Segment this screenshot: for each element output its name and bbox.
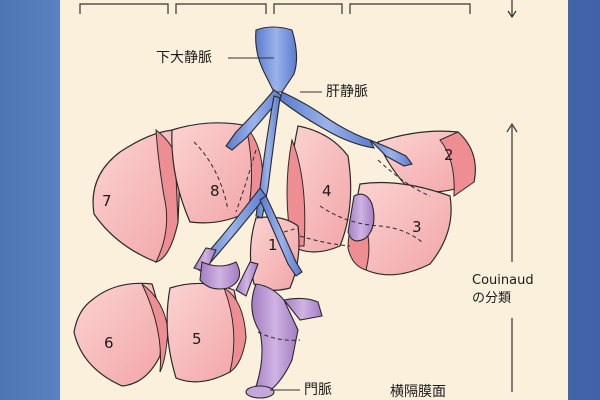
segment-7 xyxy=(92,128,183,263)
segment-8-number: 8 xyxy=(210,182,220,200)
segment-7-number: 7 xyxy=(102,192,112,210)
segment-3-number: 3 xyxy=(412,218,422,236)
segment-4 xyxy=(286,125,352,253)
top-arrow-icon xyxy=(507,0,517,19)
portal-vein-label: 門脈 xyxy=(304,382,332,398)
ivc-label: 下大静脈 xyxy=(156,50,212,66)
segment-5-number: 5 xyxy=(192,330,202,348)
top-brackets xyxy=(79,3,471,14)
segment-6 xyxy=(73,282,169,387)
segment-6-number: 6 xyxy=(104,334,114,352)
couinaud-vertical-arrow xyxy=(506,122,518,392)
portal-vein-tree xyxy=(193,193,375,399)
diagram-panel: 下大静脈 肝静脈 Couinaud の分類 門脈 横隔膜面 7 8 4 2 3 … xyxy=(60,0,568,400)
internal-dashed-lines xyxy=(193,141,431,341)
segment-2-number: 2 xyxy=(444,146,454,164)
diaphragm-surface-label: 横隔膜面 xyxy=(390,384,446,400)
couinaud-label-line1: Couinaud xyxy=(472,273,534,288)
segment-5 xyxy=(166,282,247,383)
segment-2 xyxy=(377,130,476,197)
leader-lines xyxy=(228,57,322,391)
segment-4-number: 4 xyxy=(322,182,332,200)
hepatic-vein-label: 肝静脈 xyxy=(326,84,368,100)
liver-segment-diagram: 下大静脈 肝静脈 Couinaud の分類 門脈 横隔膜面 7 8 4 2 3 … xyxy=(73,0,534,400)
segment-1 xyxy=(249,216,300,291)
segment-1-number: 1 xyxy=(268,236,278,254)
couinaud-label-line2: の分類 xyxy=(472,291,511,306)
